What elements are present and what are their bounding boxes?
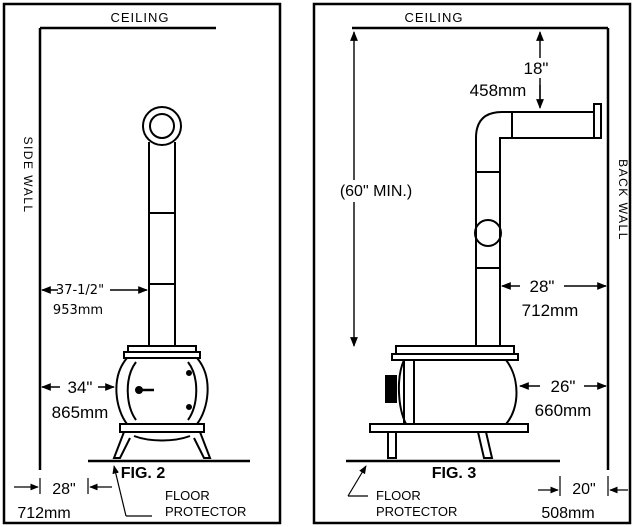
floor-protector-leader [112, 465, 152, 517]
floor-protector-line1: FLOOR [376, 488, 421, 503]
ceiling-label: CEILING [404, 10, 463, 25]
pipe-clearance-mm: 712mm [522, 301, 579, 320]
pot-belly-stove [112, 345, 212, 459]
height-clearance-label: (60" MIN.) [340, 183, 412, 200]
stove-pipe [142, 106, 182, 345]
floor-protector-leader [347, 465, 368, 497]
top-clearance-mm-bg [464, 80, 536, 100]
pipe-clearance-label-bg [520, 276, 564, 296]
side-wall-label: SIDE WALL [21, 136, 35, 213]
stove-clearance-label-bg [60, 376, 98, 396]
stove-pipe-elbow [474, 111, 594, 345]
bottom-dim-mm: 508mm [541, 505, 594, 522]
height-label-bg [322, 180, 434, 202]
bottom-dim-mm: 712mm [17, 505, 70, 522]
pipe-clearance-label-bg [58, 280, 110, 298]
pipe-clearance-inches: 37-1/2" [56, 283, 104, 298]
floor-protector-line2: PROTECTOR [165, 504, 246, 519]
wall-thimble [593, 103, 602, 139]
figure-2-panel: CEILING SIDE WALL [2, 2, 282, 525]
figure-3-panel: CEILING BACK WALL 18" 458mm (60" MIN.) [312, 2, 632, 525]
figure-3-label: FIG. 3 [432, 465, 477, 482]
top-clearance-label-bg [518, 58, 562, 78]
bottom-dim-inches: 20" [572, 481, 595, 498]
stove-clearance-inches: 34" [68, 378, 93, 397]
stove-clearance-label-bg [540, 375, 584, 395]
pipe-clearance-inches: 28" [530, 277, 555, 296]
floor-protector-line1: FLOOR [165, 488, 210, 503]
stove-clearance-mm: 865mm [52, 403, 109, 422]
top-clearance-mm: 458mm [470, 81, 527, 100]
figure-2-frame [2, 2, 282, 525]
back-wall-label: BACK WALL [616, 159, 630, 241]
figure-2-label: FIG. 2 [121, 465, 166, 482]
ceiling-label: CEILING [110, 10, 169, 25]
floor-protector-line2: PROTECTOR [376, 504, 457, 519]
stove-clearance-inches: 26" [551, 377, 576, 396]
pot-belly-stove-side [369, 345, 529, 459]
stove-clearance-mm: 660mm [535, 401, 592, 420]
bottom-dim-inches: 28" [52, 481, 75, 498]
figure-3-frame [312, 2, 632, 525]
top-clearance-inches: 18" [524, 59, 549, 78]
pipe-clearance-mm: 953mm [53, 303, 103, 318]
